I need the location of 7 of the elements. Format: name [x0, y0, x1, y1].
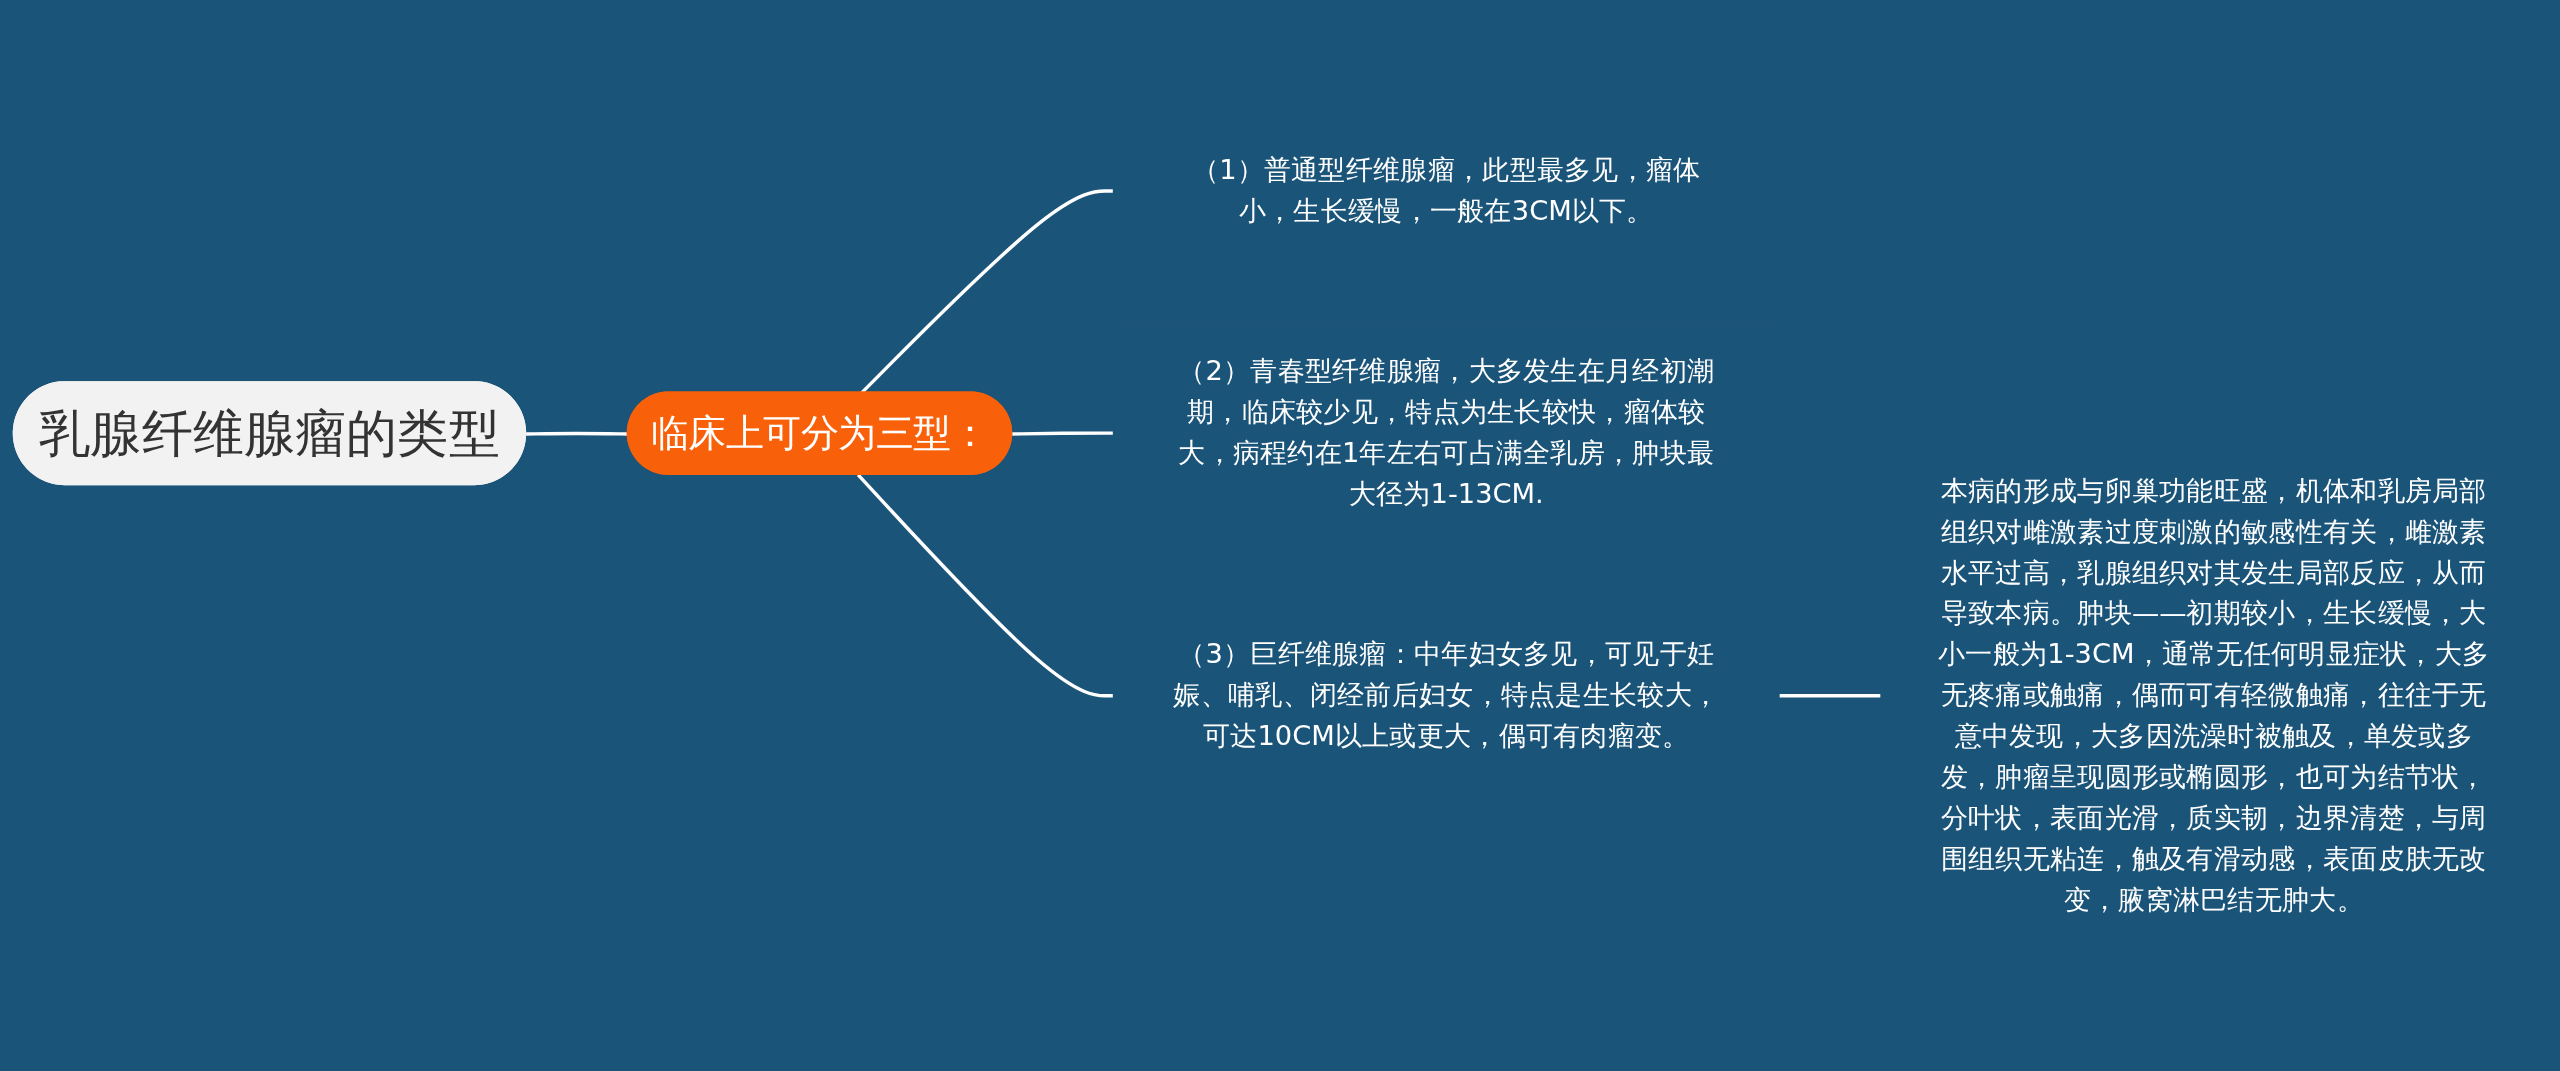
node-text: 本病的形成与卵巢功能旺盛，机体和乳房局部组织对雌激素过度刺激的敏感性有关，雌激素水平过高，乳腺组织对其发生局部反应，从而导致本病。肿块——初期较小，生长缓慢，大小一般为1-3CM，通常无任何明显症状，大多无疼痛或触痛，偶而可有轻微触痛，往往于无意中发现，大多因洗澡时被触及，单发或多发，肿瘤呈现圆形或椭圆形，也可为结节状，分叶状，表面光滑，质实韧，边界清楚，与周围组织无粘连，触及有滑动感，表面皮肤无改变，腋窝淋巴结无肿大。	[1938, 474, 2490, 916]
connector	[1012, 431, 1114, 436]
connector	[856, 473, 1114, 698]
node-text: （2）青春型纤维腺瘤，大多发生在月经初潮期，临床较少见，特点为生长较快，瘤体较大，病程约在1年左右可占满全乳房，肿块最大径为1-13CM.	[1178, 354, 1715, 510]
connector	[1778, 694, 1882, 698]
node-text: （1）普通型纤维腺瘤，此型最多见，瘤体小，生长缓慢，一般在3CM以下。	[1191, 153, 1701, 227]
node-text: （3）巨纤维腺瘤：中年妇女多见，可见于妊娠、哺乳、闭经前后妇女，特点是生长较大，可达10CM以上或更大，偶可有肉瘤变。	[1173, 637, 1720, 753]
